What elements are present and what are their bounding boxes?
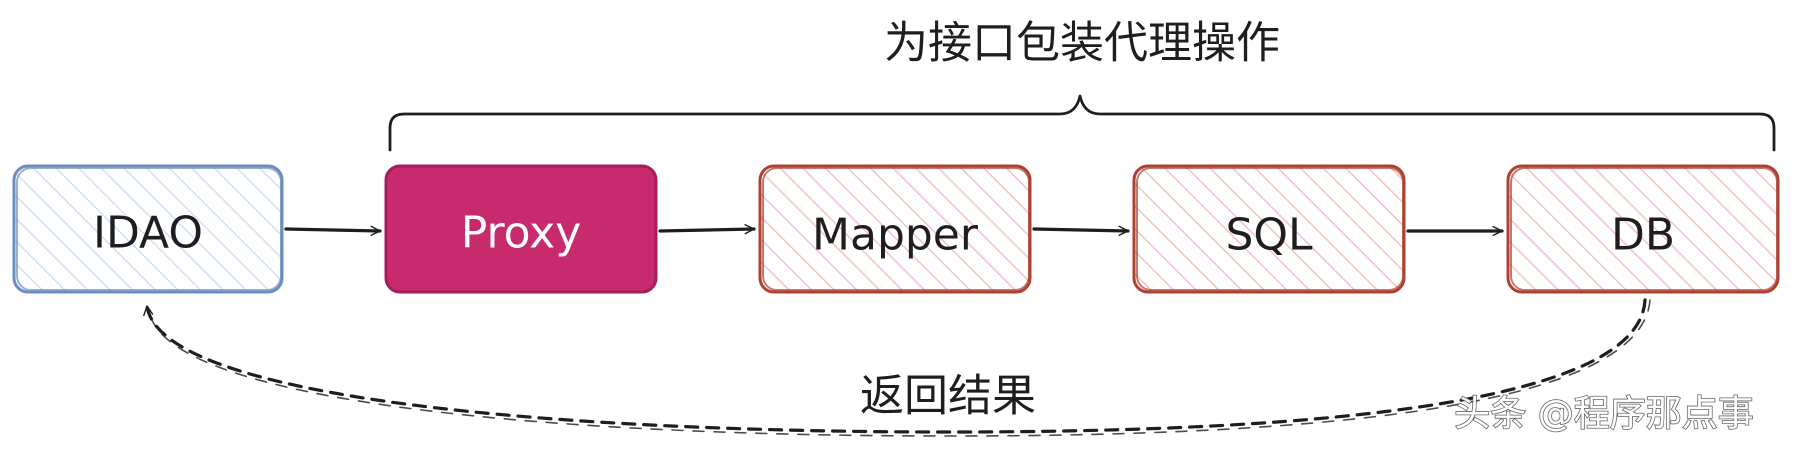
node-db-label: DB (1611, 210, 1675, 261)
node-proxy-box (384, 164, 658, 294)
edge-db-to-idao-return-sketch (148, 299, 1651, 437)
node-mapper-label: Mapper (812, 210, 979, 261)
edge-mapper-to-sql (1032, 225, 1130, 236)
node-proxy: Proxy (384, 164, 658, 294)
watermark: 头条 @程序那点事 (1454, 394, 1753, 435)
node-sql: SQL (1132, 164, 1406, 294)
node-idao-box-sketch (16, 167, 282, 291)
edge-db-to-idao-return (143, 298, 1647, 434)
node-db: DB (1506, 164, 1780, 294)
node-proxy-label: Proxy (461, 208, 582, 259)
node-idao-label: IDAO (93, 208, 203, 259)
node-sql-label: SQL (1225, 210, 1313, 261)
edge-idao-to-proxy (284, 225, 382, 236)
node-db-box-sketch (1510, 167, 1778, 291)
return-label: 返回结果 (860, 371, 1036, 422)
brace-label: 为接口包装代理操作 (884, 18, 1280, 69)
operation-brace (388, 94, 1776, 152)
node-idao: IDAO (12, 164, 284, 294)
node-mapper: Mapper (758, 164, 1032, 294)
node-sql-box-sketch (1136, 167, 1404, 291)
edge-proxy-to-mapper (658, 224, 756, 235)
node-mapper-box-sketch (762, 167, 1030, 291)
